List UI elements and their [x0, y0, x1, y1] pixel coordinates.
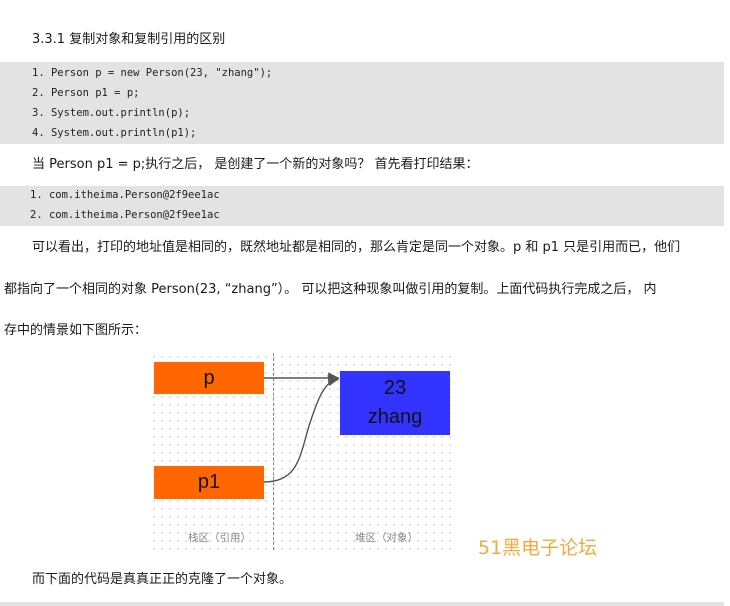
code-line: 1. Person p = new Person(23, "zhang"); — [32, 67, 273, 79]
stack-area-label: 栈区（引用） — [188, 532, 251, 544]
reference-box-p1: p1 — [154, 466, 264, 499]
section-heading: 3.3.1 复制对象和复制引用的区别 — [32, 32, 226, 47]
paragraph-question: 当 Person p1 = p;执行之后， 是创建了一个新的对象吗？ 首先看打印… — [32, 157, 479, 172]
heap-object-box: 23 zhang — [340, 371, 450, 435]
stack-heap-divider — [273, 353, 274, 550]
code-line: 3. System.out.println(p); — [32, 107, 191, 119]
heap-object-name: zhang — [367, 406, 423, 428]
code-block-person: 1. Person p = new Person(23, "zhang"); 2… — [0, 62, 724, 144]
paragraph-explanation-line-1: 可以看出，打印的地址值是相同的，既然地址都是相同的，那么肯定是同一个对象。p 和… — [32, 240, 681, 255]
code-line: 4. System.out.println(p1); — [32, 127, 197, 139]
reference-box-p: p — [154, 362, 264, 394]
heap-area-label: 堆区（对象） — [355, 532, 418, 544]
memory-diagram: p p1 23 zhang 栈区（引用） 堆区（对象） — [150, 353, 455, 550]
forum-watermark: 51黑电子论坛 — [478, 537, 598, 559]
paragraph-explanation-line-2: 都指向了一个相同的对象 Person(23, “zhang”）。 可以把这种现象… — [4, 282, 657, 297]
code-line: 1. com.itheima.Person@2f9ee1ac — [30, 189, 220, 201]
paragraph-clone-intro: 而下面的代码是真真正正的克隆了一个对象。 — [32, 572, 293, 587]
paragraph-explanation-line-3: 存中的情景如下图所示： — [4, 323, 148, 338]
code-line: 2. Person p1 = p; — [32, 87, 140, 99]
next-code-block-edge — [0, 602, 724, 606]
code-line: 2. com.itheima.Person@2f9ee1ac — [30, 209, 220, 221]
reference-arrows — [263, 372, 340, 483]
heap-object-age: 23 — [383, 377, 407, 399]
code-block-output: 1. com.itheima.Person@2f9ee1ac 2. com.it… — [0, 186, 724, 226]
arrow-p1-to-object — [263, 374, 340, 483]
